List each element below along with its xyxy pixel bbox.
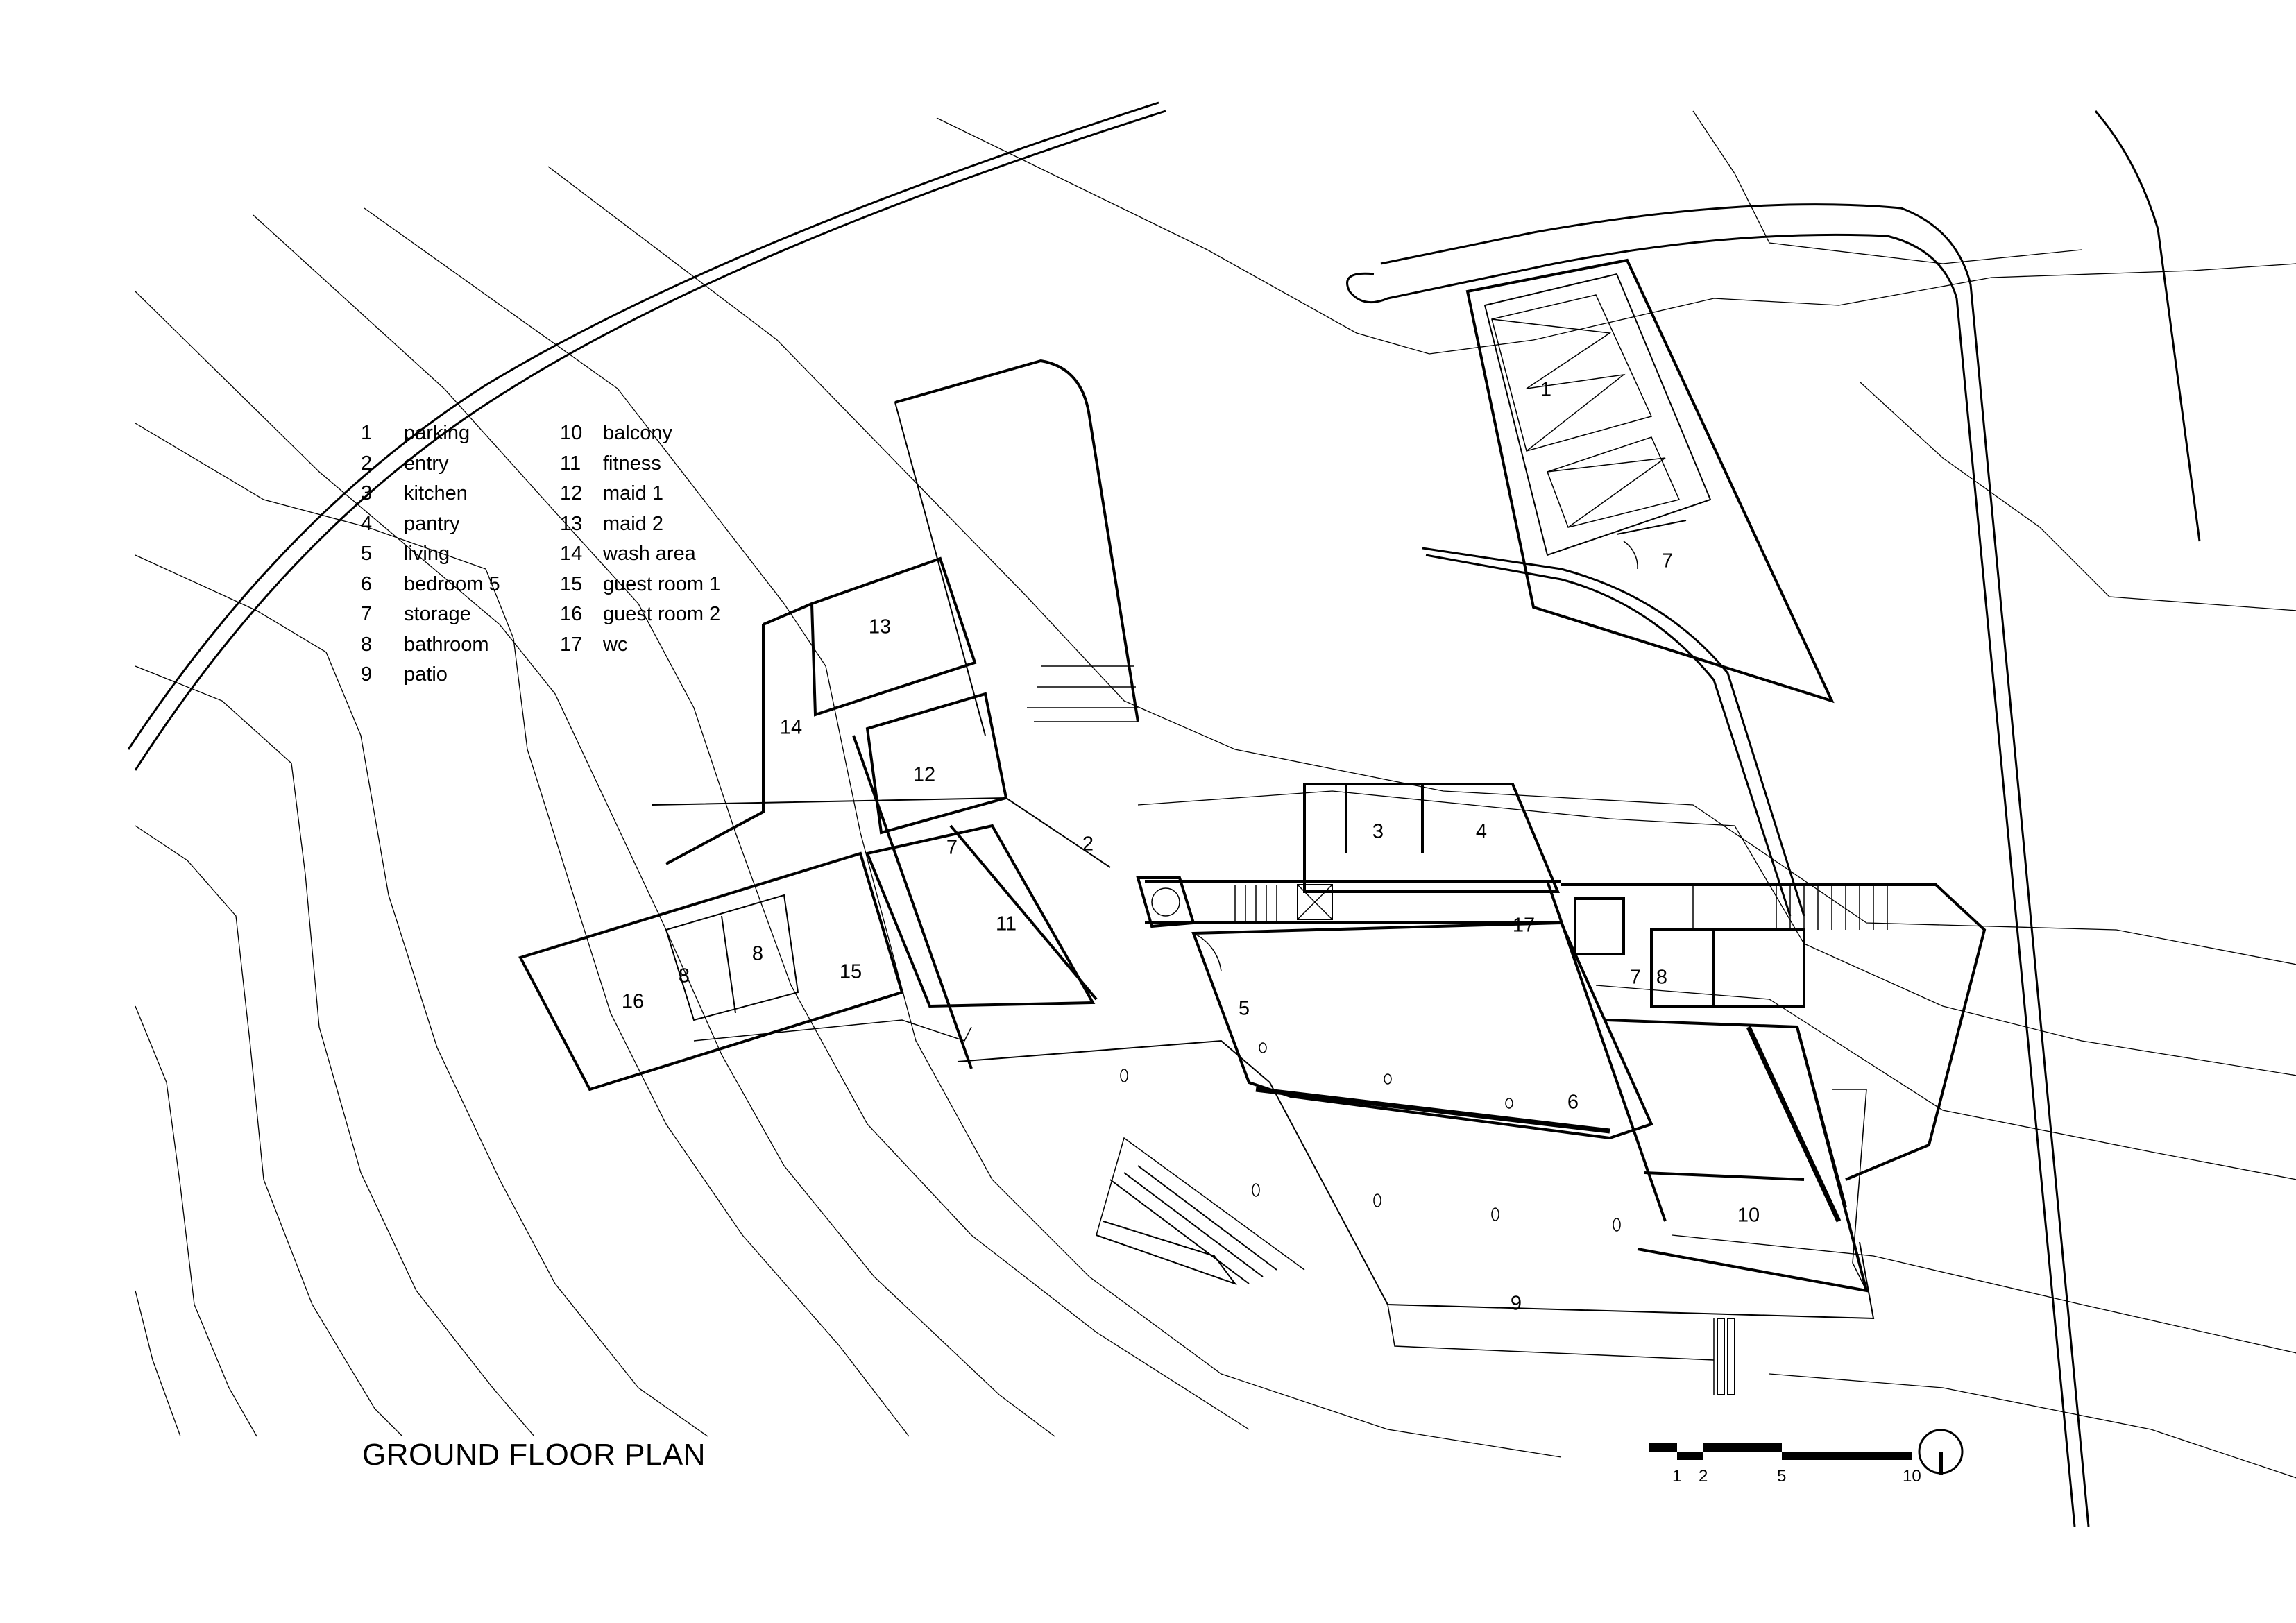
parking-structure [1465, 258, 1835, 704]
room-tag-storage-east: 7 [1630, 967, 1641, 989]
site-roads [127, 101, 2201, 1527]
north-arrow-icon [1918, 1429, 1964, 1475]
room-tag-wc: 17 [1513, 915, 1535, 937]
terrain-contours [135, 110, 2296, 1479]
patio-terrace [957, 1039, 1875, 1395]
room-tag-bathroom-east: 8 [1656, 967, 1667, 989]
west-wing [518, 359, 1139, 1091]
room-tag-storage: 7 [1662, 550, 1673, 572]
room-tag-wash-area: 14 [780, 717, 802, 739]
room-tag-kitchen: 3 [1372, 821, 1384, 843]
room-tag-bedroom-5: 6 [1567, 1091, 1579, 1114]
scale-bar [1649, 1443, 1912, 1460]
room-tag-bathroom-a: 8 [679, 965, 690, 987]
room-tag-pantry: 4 [1476, 821, 1487, 843]
room-tag-parking: 1 [1540, 379, 1551, 401]
central-wing [1136, 783, 1667, 1222]
room-tag-entry: 2 [1082, 833, 1094, 856]
scale-tick-10: 10 [1903, 1467, 1921, 1486]
room-tag-bathroom-b: 8 [752, 943, 763, 965]
room-tag-maid2: 13 [869, 616, 891, 638]
room-tag-balcony: 10 [1737, 1205, 1760, 1227]
room-labels: 1 7 13 14 12 7 2 11 15 8 8 16 3 4 17 5 7… [622, 379, 1760, 1315]
room-tag-maid1: 12 [913, 764, 935, 786]
room-tag-storage-west: 7 [946, 837, 958, 859]
room-tag-guest-room-2: 16 [622, 991, 644, 1013]
plan-title: GROUND FLOOR PLAN [362, 1438, 706, 1472]
room-tag-fitness: 11 [996, 913, 1017, 935]
east-wing [1561, 883, 1987, 1293]
scale-tick-5: 5 [1777, 1467, 1787, 1486]
room-tag-patio: 9 [1511, 1293, 1522, 1315]
scale-tick-1: 1 [1672, 1467, 1682, 1486]
room-tag-living: 5 [1239, 998, 1250, 1020]
room-tag-guest-room-1: 15 [840, 961, 862, 983]
scale-tick-2: 2 [1699, 1467, 1708, 1486]
